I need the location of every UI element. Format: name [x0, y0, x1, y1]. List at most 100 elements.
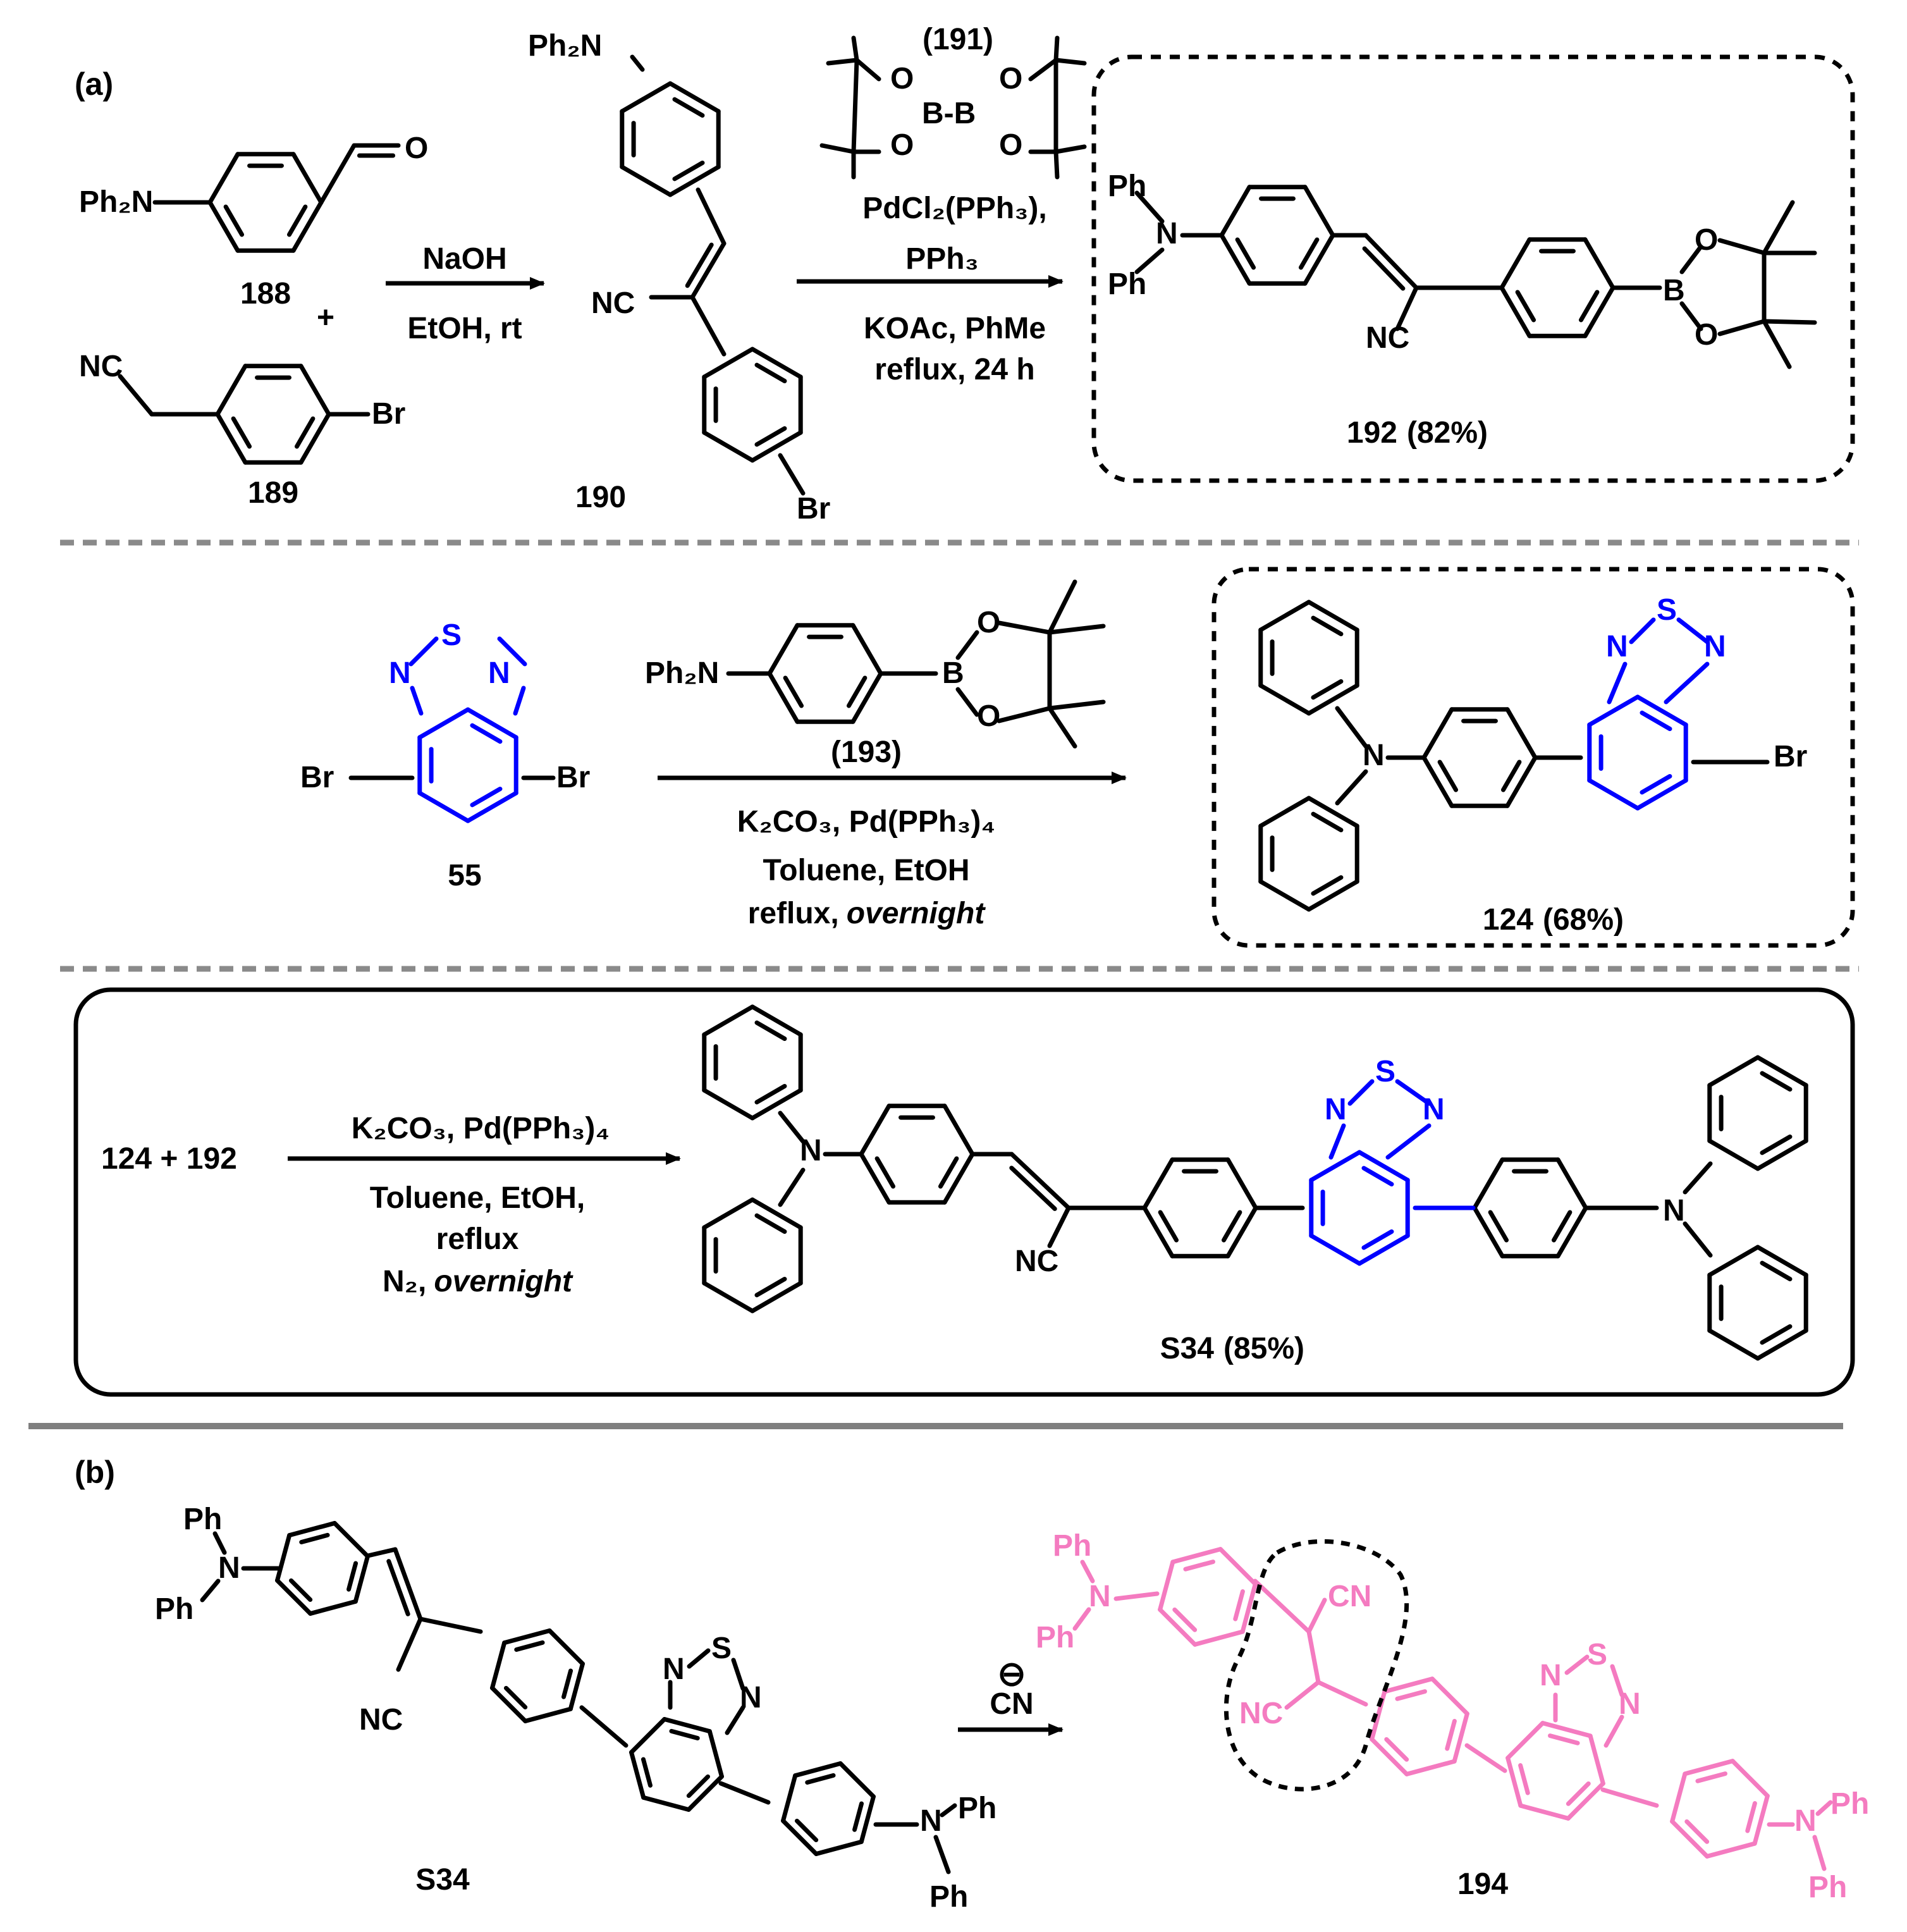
ring-190-bot-edge-3 [702, 347, 755, 379]
ring-s34-ph4-edge-1 [1707, 1328, 1760, 1361]
bond-124-ns1 [1629, 617, 1656, 644]
ring-s34-ph3-edge-0 [1755, 1138, 1808, 1171]
compound-189-label: 189 [248, 476, 298, 510]
r3-conditions: reflux,overnight [748, 897, 986, 930]
r4-atmosphere: N₂,overnight [383, 1265, 573, 1298]
bond-55-ns2 [497, 636, 527, 667]
ring-s34-b-edge-2 [1142, 1205, 1175, 1258]
ring-189-inner-2 [231, 416, 252, 449]
ring-s34-btd-inner-4 [1361, 1166, 1394, 1187]
bond-190-ar [690, 295, 727, 357]
ring-bs34-c-inner-0 [852, 1801, 864, 1832]
atom-br-124: Br [1774, 740, 1807, 773]
ring-s34-ph1-edge-3 [702, 1004, 755, 1037]
ring-190-bot-edge-4 [750, 347, 803, 379]
ring-194-a-edge-0 [1240, 1582, 1258, 1634]
ring-124-ph1-inner-0 [1311, 679, 1344, 700]
ring-s34-c-inner-0 [1551, 1210, 1573, 1243]
ring-s34-btd-edge-4 [1357, 1150, 1410, 1183]
ring-192-a-edge-5 [1303, 185, 1335, 238]
ring-190-bot-edge-1 [702, 430, 755, 463]
ring-bs34-a-inner-0 [346, 1561, 359, 1592]
bond-193-me2 [1047, 624, 1106, 635]
ring-bs34-c-edge-1 [814, 1839, 864, 1856]
bond-bs34-cn2 [725, 1705, 745, 1735]
atom-o-191-2: O [890, 128, 914, 162]
bond-194-bi2 [1600, 1787, 1659, 1808]
bond-194-cn1 [1306, 1597, 1327, 1634]
bond-193-me1 [1047, 579, 1077, 635]
ring-bs34-btd-edge-3 [629, 1717, 667, 1755]
bond-191-a [854, 58, 881, 82]
atom-nc-189: NC [79, 350, 123, 383]
ring-bs34-btd-inner-0 [686, 1774, 711, 1799]
atom-bb-191: B-B [922, 97, 976, 130]
ring-s34-ph4-inner-4 [1760, 1260, 1793, 1282]
ring-124-ph2-edge-3 [1258, 796, 1311, 828]
ring-s34-ph4-inner-0 [1760, 1324, 1793, 1345]
ring-s34-b-inner-0 [1221, 1210, 1242, 1243]
ring-124-btd-inner-0 [1640, 773, 1672, 795]
bond-55-ns1 [408, 636, 439, 667]
highlight-box-194 [1223, 1539, 1409, 1792]
ring-s34-ph1-inner-0 [754, 1083, 787, 1105]
bond-189-cn [118, 374, 154, 417]
ring-194-btd-inner-2 [1518, 1763, 1530, 1795]
ring-bs34-a-edge-3 [275, 1533, 292, 1583]
r4-overnight: overnight [434, 1265, 573, 1298]
ring-194-btd-edge-5 [1588, 1733, 1605, 1786]
atom-ph-194-3: Ph [1830, 1787, 1869, 1821]
ring-55-edge-0 [465, 791, 518, 823]
bond-s34-ns1 [1347, 1079, 1375, 1106]
ring-189-inner-0 [294, 416, 316, 449]
bond-191-b [851, 58, 859, 154]
ring-190-top-edge-3 [620, 81, 673, 114]
atom-o-191-3: O [999, 62, 1022, 95]
ring-124-ph2-edge-4 [1306, 796, 1359, 828]
ring-189-edge-5 [298, 364, 331, 417]
bond-55-cn1 [410, 686, 424, 716]
ring-bs34-c-inner-2 [794, 1818, 819, 1843]
ring-188-inner-0 [286, 204, 308, 237]
bond-124-n1 [1335, 706, 1368, 749]
bond-190-br [778, 453, 806, 496]
bond-s34-ns2 [1395, 1079, 1432, 1106]
ring-189-edge-0 [298, 412, 331, 465]
ring-194-b-edge-5 [1430, 1677, 1469, 1716]
bond-s34-cn [1047, 1205, 1071, 1248]
compound-192-yield: (82%) [1407, 416, 1488, 450]
ring-bs34-c-edge-2 [781, 1818, 819, 1856]
ring-190-bot-edge-0 [750, 430, 803, 463]
ring-s34-ph2-edge-0 [750, 1281, 803, 1314]
ring-s34-ph2-edge-4 [750, 1197, 803, 1230]
atom-br-189: Br [372, 397, 405, 431]
ring-192-a-inner-0 [1298, 237, 1320, 270]
ring-124-btd-edge-0 [1635, 778, 1688, 811]
ring-124-btd-edge-3 [1587, 694, 1640, 727]
ring-194-btd-edge-3 [1505, 1721, 1545, 1761]
bonds-pink [1072, 1547, 1833, 1871]
bond-bs34-vinyl [365, 1547, 398, 1558]
atom-n-b-s34-1: N [218, 1551, 240, 1585]
ring-s34-ph3-inner-4 [1760, 1071, 1793, 1092]
bond-191-d [826, 58, 859, 66]
bond-192-oc2 [1717, 319, 1767, 336]
bond-191-e [851, 35, 859, 63]
compound-191-label: (191) [923, 23, 993, 56]
r5-cyanide: CN [990, 1687, 1033, 1721]
ring-bs34-a-inner-2 [288, 1578, 313, 1603]
bond-191-m [1053, 144, 1087, 154]
atom-nc-b-s34: NC [359, 1703, 403, 1737]
ring-188-edge-0 [291, 200, 324, 253]
ring-192-a-inner-2 [1235, 237, 1256, 270]
ring-194-c-edge-2 [1670, 1819, 1710, 1859]
ring-bs34-c-edge-3 [781, 1773, 798, 1823]
ring-190-top-edge-0 [668, 164, 721, 197]
r3-reagents: K₂CO₃, Pd(PPh₃)₄ [737, 805, 996, 839]
ring-bs34-a-edge-5 [332, 1521, 370, 1559]
ring-194-b-inner-0 [1445, 1719, 1457, 1751]
r4-n2: N₂, [383, 1265, 426, 1298]
ring-124-ph2-inner-0 [1311, 875, 1344, 896]
atom-br-190: Br [797, 492, 830, 526]
